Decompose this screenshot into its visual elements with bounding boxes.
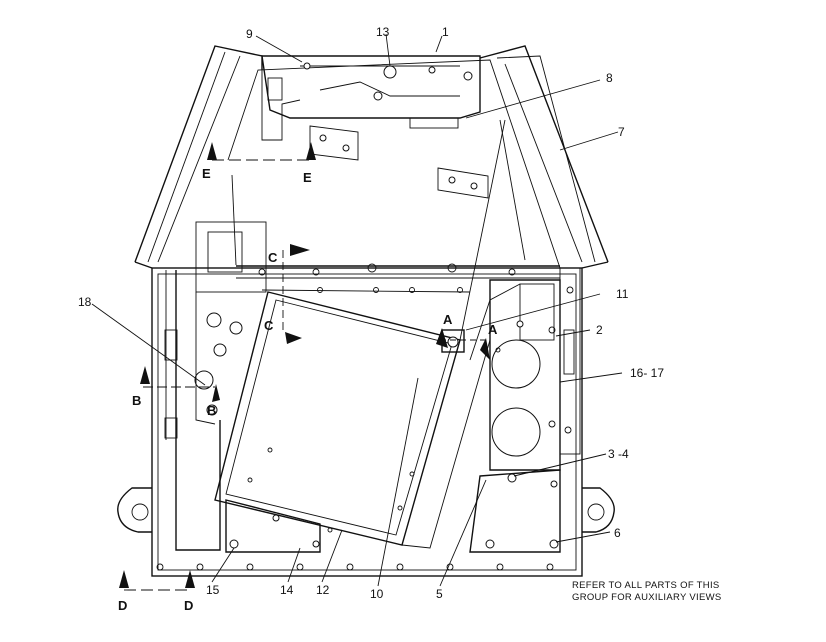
view-e-left: E: [202, 166, 211, 181]
left-foot: [117, 487, 152, 533]
right-side-plate: [469, 267, 581, 471]
callout-6: 6: [614, 526, 621, 540]
callout-15: 15: [206, 583, 220, 597]
lower-plate-right: [469, 469, 561, 553]
callout-10: 10: [370, 587, 384, 601]
leader-lines: [91, 33, 623, 587]
section-marker-c: C C: [264, 244, 310, 344]
upper-housing: [134, 45, 609, 269]
lower-plate-left: [225, 499, 321, 553]
callout-9: 9: [246, 27, 253, 41]
note-line-1: REFER TO ALL PARTS OF THIS: [572, 580, 720, 591]
callout-2: 2: [596, 323, 603, 337]
section-marker-b: B B: [132, 366, 220, 418]
bracket-part-11: [441, 329, 465, 353]
callout-7: 7: [618, 125, 625, 139]
view-a-right: A: [488, 322, 498, 337]
top-bracket: [261, 55, 481, 141]
center-panel: [214, 119, 506, 549]
callout-11: 11: [616, 287, 629, 301]
right-foot: [582, 487, 615, 533]
section-marker-e: E E: [202, 142, 316, 185]
view-c-top: C: [268, 250, 278, 265]
callout-1: 1: [442, 25, 449, 39]
auxiliary-views-note: REFER TO ALL PARTS OF THIS GROUP FOR AUX…: [572, 580, 722, 603]
callout-18: 18: [78, 295, 92, 309]
view-e-right: E: [303, 170, 312, 185]
view-b-left: B: [132, 393, 141, 408]
callout-13: 13: [376, 25, 390, 39]
hinge-bracket-right: [437, 167, 489, 199]
left-side-plate: [164, 221, 267, 551]
main-frame: [151, 267, 583, 577]
section-marker-d: D D: [118, 570, 195, 613]
section-marker-a: A A: [436, 312, 498, 360]
note-line-2: GROUP FOR AUXILIARY VIEWS: [572, 592, 722, 603]
view-c-bottom: C: [264, 318, 274, 333]
callout-16-17: 16- 17: [630, 366, 664, 380]
callouts: 1 2 3 -4 5 6 7 8 9 10 11 12 13 14 15 16-…: [78, 25, 664, 601]
callout-14: 14: [280, 583, 294, 597]
view-b-right: B: [207, 403, 216, 418]
callout-5: 5: [436, 587, 443, 601]
crossbar: [236, 263, 560, 293]
callout-12: 12: [316, 583, 330, 597]
callout-8: 8: [606, 71, 613, 85]
view-d-right: D: [184, 598, 193, 613]
hinge-bracket-upper: [309, 125, 359, 161]
callout-3-4: 3 -4: [608, 447, 629, 461]
view-a-left: A: [443, 312, 453, 327]
view-d-left: D: [118, 598, 127, 613]
